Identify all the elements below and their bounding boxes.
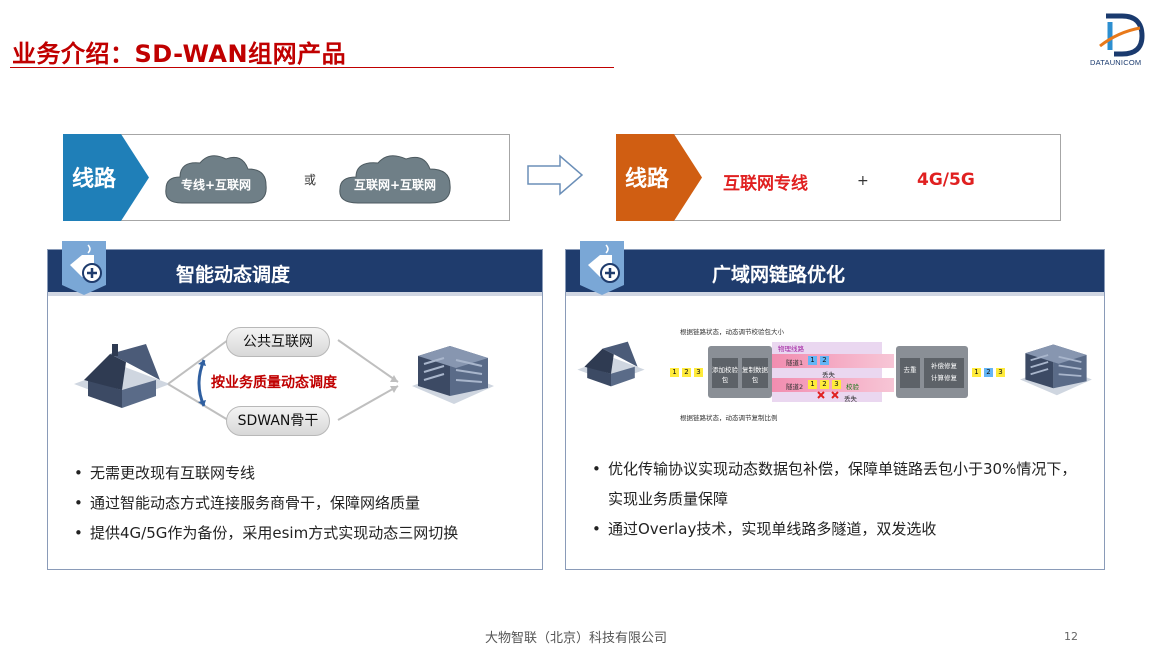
add-check-block: 添加校验包 — [712, 358, 738, 388]
lost-label: 丢失 — [822, 371, 835, 379]
right-bullet-list: 优化传输协议实现动态数据包补偿，保障单链路丢包小于30%情况下，实现业务质量保障… — [592, 454, 1082, 544]
packet-1: 1 — [808, 356, 817, 365]
footer-company: 大物智联（北京）科技有限公司 — [484, 631, 667, 646]
decoder-box: 去重 补偿修复 计算修复 — [896, 346, 968, 398]
title-underline — [10, 67, 614, 68]
encoder-box: 添加校验包 复制数据包 — [708, 346, 772, 398]
packet-3: 3 — [832, 380, 841, 389]
panel-title: 广域网链路优化 — [712, 264, 846, 286]
panel-title: 智能动态调度 — [176, 264, 291, 286]
list-item: 提供4G/5G作为备份，采用esim方式实现动态三网切换 — [74, 518, 458, 548]
packet-2: 2 — [820, 356, 829, 365]
panel-header: 智能动态调度 — [48, 250, 542, 296]
packet-1: 1 — [670, 368, 679, 377]
enterprise-building-icon — [1020, 344, 1092, 396]
plus-sign: + — [857, 173, 869, 189]
left-bullet-list: 无需更改现有互联网专线 通过智能动态方式连接服务商骨干，保障网络质量 提供4G/… — [74, 458, 458, 548]
tag-plus-icon — [580, 241, 624, 295]
copy-data-block: 复制数据包 — [742, 358, 768, 388]
packet-3: 3 — [996, 368, 1005, 377]
smart-scheduling-panel: 智能动态调度 公共互联网 按业务质量动态调度 SDWAN骨干 — [47, 241, 543, 570]
cloud-internet-internet: 互联网+互联网 — [334, 145, 456, 215]
bottom-note: 根据链路状态，动态调节复制比例 — [680, 414, 778, 422]
enterprise-building-icon — [412, 346, 494, 404]
recover-fill-label: 补偿修复 — [931, 362, 957, 370]
list-item: 通过Overlay技术，实现单线路多隧道，双发选收 — [592, 514, 1082, 544]
logo-text: DATAUNICOM — [1090, 58, 1142, 67]
physical-line-label: 物理线路 — [778, 345, 804, 353]
transition-arrow-icon — [527, 154, 584, 196]
orange-tag-shape — [616, 134, 702, 221]
physical-line-area — [772, 342, 882, 402]
or-label: 或 — [304, 173, 317, 187]
recover-block: 补偿修复 计算修复 — [924, 358, 964, 388]
page-title: 业务介绍：SD-WAN组网产品 — [12, 40, 347, 68]
packet-1: 1 — [808, 380, 817, 389]
packet-2: 2 — [984, 368, 993, 377]
sdwan-backbone-pill: SDWAN骨干 — [226, 406, 330, 436]
cloud-icon — [339, 155, 451, 204]
packet-1: 1 — [972, 368, 981, 377]
lost-x-icon — [817, 391, 839, 399]
routing-lines — [167, 339, 399, 421]
top-note: 根据链路状态，动态调节校验包大小 — [680, 328, 784, 336]
wan-optimization-panel: 广域网链路优化 根据链路状态，动态调节校验包大小 根据链路状态，动态调节复制比例… — [565, 241, 1105, 570]
recover-calc-label: 计算修复 — [931, 374, 957, 382]
company-logo-icon — [1099, 13, 1145, 57]
qos-dynamic-scheduling-label: 按业务质量动态调度 — [211, 375, 337, 391]
packet-2: 2 — [820, 380, 829, 389]
cloud-label: 专线+互联网 — [180, 178, 252, 192]
tunnel-1-label: 隧道1 — [786, 359, 804, 367]
before-line-box: 线路 专线+互联网 或 互联网+互联网 — [63, 134, 510, 221]
house-icon — [577, 341, 645, 387]
before-tag-label: 线路 — [72, 167, 117, 192]
tag-plus-icon — [62, 241, 106, 295]
cloud-dedicated-internet: 专线+互联网 — [160, 145, 272, 215]
after-tag-label: 线路 — [625, 167, 670, 192]
public-internet-pill: 公共互联网 — [226, 327, 330, 357]
list-item: 优化传输协议实现动态数据包补偿，保障单链路丢包小于30%情况下，实现业务质量保障 — [592, 454, 1082, 514]
cellular-backup: 4G/5G — [917, 170, 975, 190]
lost-label: 丢失 — [844, 395, 857, 403]
house-icon — [74, 344, 170, 408]
tunnel-1-bar — [772, 354, 894, 368]
packet-3: 3 — [694, 368, 703, 377]
panel-header: 广域网链路优化 — [566, 250, 1104, 296]
cloud-label: 互联网+互联网 — [353, 178, 437, 192]
list-item: 通过智能动态方式连接服务商骨干，保障网络质量 — [74, 488, 458, 518]
list-item: 无需更改现有互联网专线 — [74, 458, 458, 488]
after-line-box: 线路 互联网专线 + 4G/5G — [616, 134, 1061, 221]
tunnel-2-label: 隧道2 — [786, 383, 804, 391]
packet-2: 2 — [682, 368, 691, 377]
blue-tag-shape — [63, 134, 149, 221]
check-label: 校验 — [846, 383, 859, 391]
internet-dedicated-line: 互联网专线 — [723, 174, 808, 194]
dedup-block: 去重 — [900, 358, 920, 388]
cloud-icon — [165, 155, 267, 204]
page-number: 12 — [1064, 630, 1078, 643]
